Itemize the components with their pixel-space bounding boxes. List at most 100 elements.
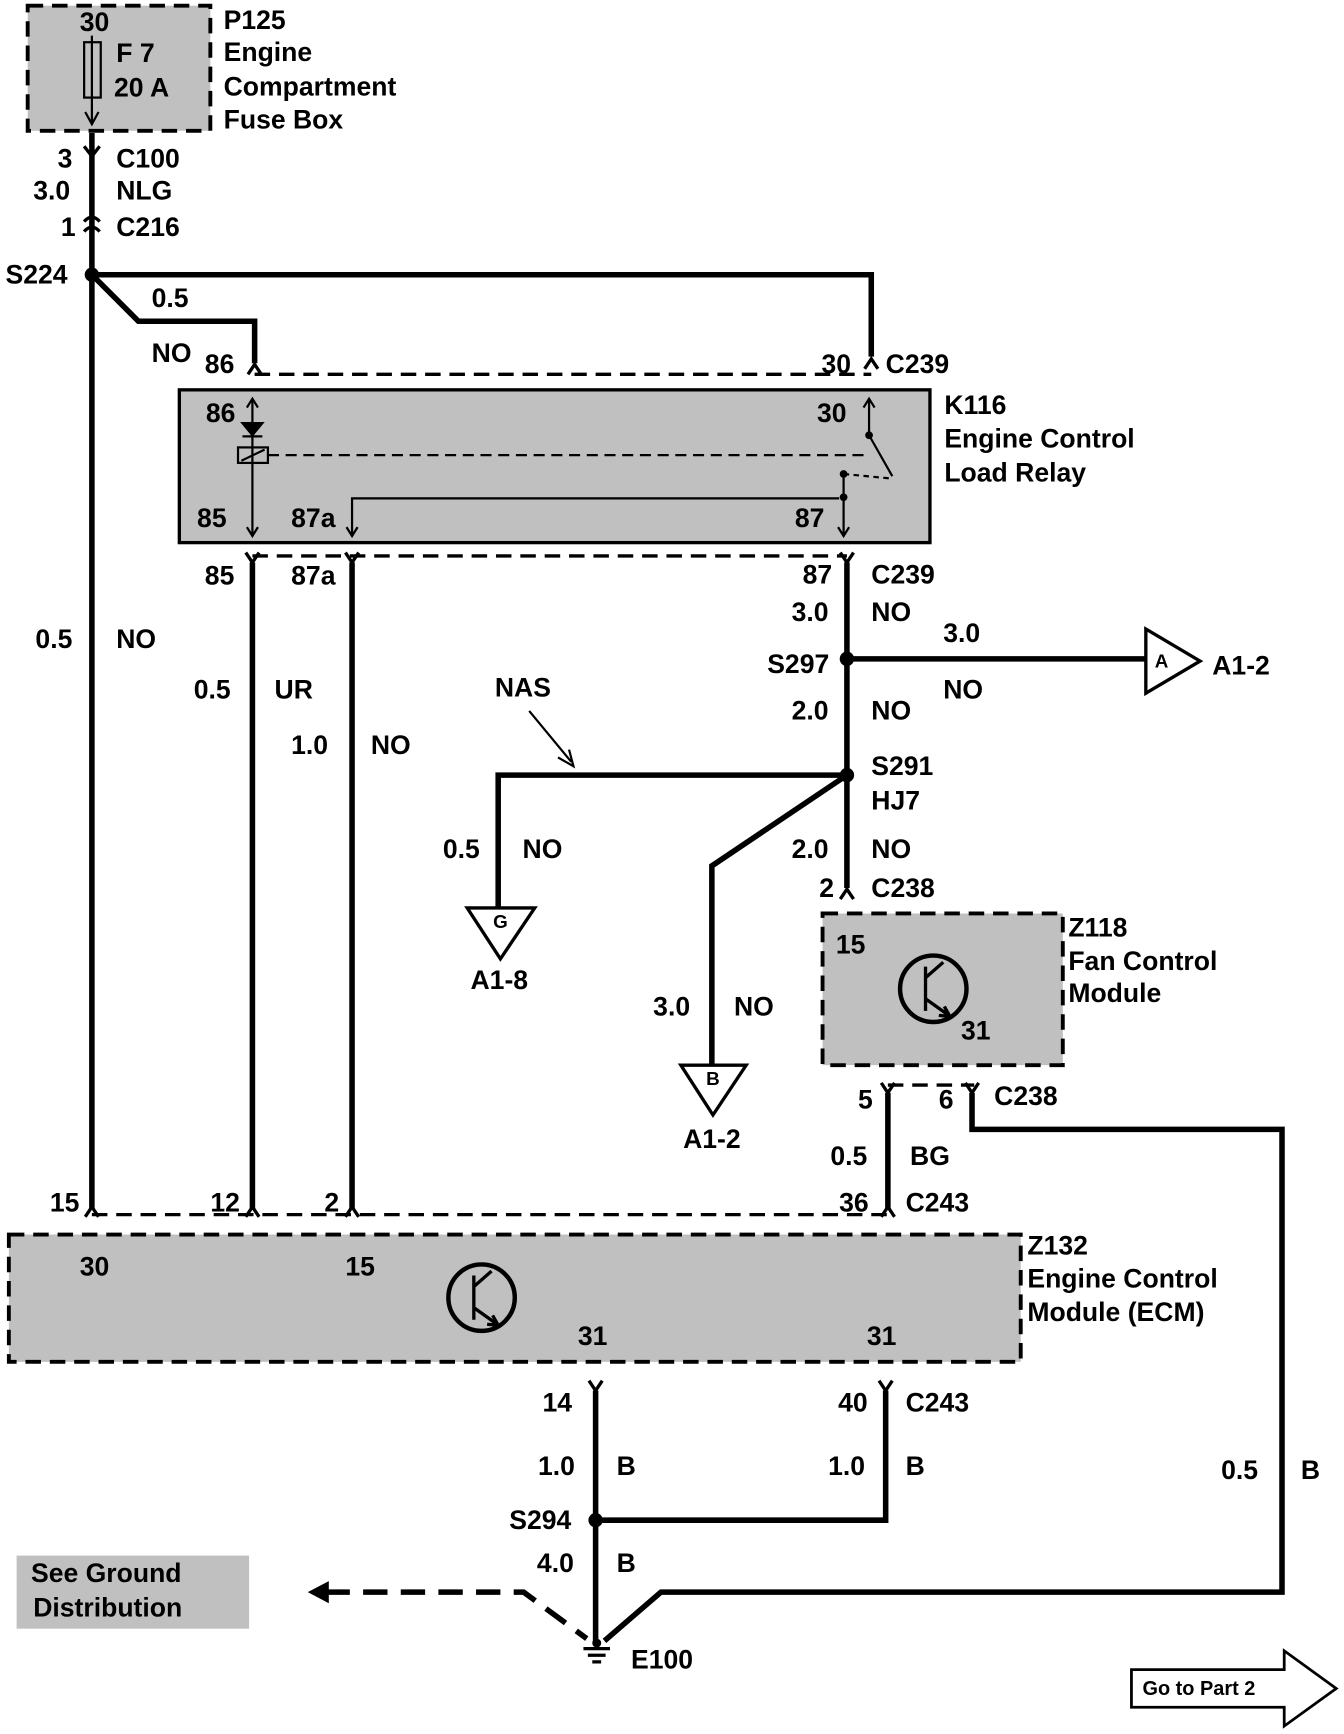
reference-b-letter: B <box>706 1068 720 1089</box>
connector-c239-pin30-symbol <box>863 355 880 370</box>
ecm-name-line2: Module (ECM) <box>1027 1297 1204 1327</box>
fuse-box-name-line2: Compartment <box>224 71 397 101</box>
connector-c243-pin2: 2 <box>324 1187 339 1217</box>
relay-ref: K116 <box>944 390 1006 420</box>
connector-c238-top-label: C238 <box>871 873 935 903</box>
connector-c238-pin5-symbol <box>879 1081 896 1096</box>
wire-size-label: 0.5 <box>1221 1455 1258 1485</box>
connector-c243-pin14-symbol <box>587 1379 604 1394</box>
relay-coil-line <box>245 396 259 539</box>
fan-module-name-line1: Fan Control <box>1068 946 1217 976</box>
transistor-icon <box>446 1262 518 1334</box>
connector-c238-pin6-symbol <box>963 1081 981 1096</box>
ground-distribution-link <box>325 1589 589 1641</box>
connector-c243-pin15-symbol <box>83 1203 100 1218</box>
wire-color-label: NO <box>871 597 911 627</box>
connector-c243-pin12: 12 <box>210 1187 240 1217</box>
fan-module-ref: Z118 <box>1068 913 1127 943</box>
wire-size-label: 3.0 <box>792 597 829 627</box>
wire-size-label: 3.0 <box>33 175 70 205</box>
wire-size-label: 0.5 <box>443 834 480 864</box>
wire-size-label: 0.5 <box>152 283 189 313</box>
wire-size-label: 3.0 <box>943 618 980 648</box>
next-part-label: Go to Part 2 <box>1143 1678 1256 1700</box>
reference-a-triangle-icon <box>1144 626 1204 697</box>
fan-module-pin-31: 31 <box>961 1016 991 1046</box>
connector-c243-top-label: C243 <box>906 1187 970 1217</box>
ground-link-arrow-icon <box>307 1581 329 1604</box>
wire-color-label: UR <box>275 675 313 705</box>
relay-87-line <box>837 473 851 539</box>
connector-c243-pin2-symbol <box>344 1203 361 1218</box>
connector-c100-label: C100 <box>116 143 180 173</box>
connector-c239-pin87a: 87a <box>291 561 336 591</box>
fuse-link-arrow <box>84 35 100 127</box>
wire-color-label: NO <box>116 624 156 654</box>
wire-color-label: NO <box>734 991 774 1021</box>
relay-87a-line <box>345 497 840 539</box>
connector-c243-pin14: 14 <box>542 1388 572 1418</box>
connector-c243-bottom-label: C243 <box>906 1388 970 1418</box>
wire-fan6-to-ground <box>602 1092 1285 1643</box>
wire-color-label: B <box>1301 1455 1320 1485</box>
ground-note-line1: See Ground <box>31 1558 182 1588</box>
connector-c243-pin40: 40 <box>838 1388 868 1418</box>
connector-c243-pin36-symbol <box>879 1203 896 1218</box>
ground-ref: E100 <box>631 1645 693 1675</box>
annotation-arrow <box>528 710 576 769</box>
fan-module-name-line2: Module <box>1068 978 1161 1008</box>
wire-size-label: 4.0 <box>537 1548 574 1578</box>
ecm-pin-31-right: 31 <box>867 1321 897 1351</box>
connector-c216-symbol <box>82 215 101 233</box>
connector-c239-pin86-symbol <box>246 361 263 376</box>
relay-pin-87a: 87a <box>291 503 336 533</box>
wire-size-label: 0.5 <box>194 675 231 705</box>
reference-b-triangle-icon <box>677 1063 750 1119</box>
relay-name-line2: Load Relay <box>944 458 1086 488</box>
wire-s291-to-ref-g <box>495 772 847 911</box>
connector-c239-bottom-label: C239 <box>871 560 935 590</box>
fuse-rating: 20 A <box>114 72 169 102</box>
ecm-pin-30: 30 <box>80 1252 110 1282</box>
fan-module-pin-15: 15 <box>836 929 866 959</box>
next-part-arrow-icon <box>1130 1648 1339 1729</box>
connector-c238-pin2: 2 <box>819 873 834 903</box>
connector-c238-pin6: 6 <box>939 1084 954 1114</box>
reference-g-target: A1-8 <box>471 965 529 995</box>
wire-color-label: NO <box>943 675 983 705</box>
wire-color-label: NO <box>871 834 911 864</box>
wire-size-label: 1.0 <box>828 1451 865 1481</box>
wire-size-label: 1.0 <box>538 1451 575 1481</box>
wire-size-label: 0.5 <box>830 1141 867 1171</box>
relay-name-line1: Engine Control <box>944 423 1134 453</box>
relay-pin-87: 87 <box>795 503 825 533</box>
connector-c216-pin: 1 <box>61 212 76 242</box>
ecm-pin-15: 15 <box>345 1252 375 1282</box>
splice-s297-label: S297 <box>767 649 829 679</box>
relay-pin-30: 30 <box>817 398 847 428</box>
connector-c243-pin12-symbol <box>244 1203 261 1218</box>
ground-icon <box>583 1646 611 1664</box>
fuse-box-outline <box>25 3 213 133</box>
connector-c216-label: C216 <box>116 212 180 242</box>
wire-color-label: NO <box>371 730 411 760</box>
relay-coil-slash <box>240 448 266 462</box>
connector-c243-pin40-symbol <box>877 1379 894 1394</box>
wire-color-label: B <box>906 1451 925 1481</box>
wire-ecm40-to-s294 <box>595 1390 889 1523</box>
splice-s294 <box>588 1512 603 1528</box>
reference-g-letter: G <box>493 911 508 932</box>
connector-c239-top-label: C239 <box>886 349 950 379</box>
connector-c239-pin87-symbol <box>838 551 855 566</box>
fuse-box-name-line1: Engine <box>224 37 313 67</box>
relay-diode-icon <box>240 421 265 438</box>
transistor-icon-leads <box>923 960 953 1019</box>
fan-module-body <box>820 911 1065 1068</box>
fuse-box-ref: P125 <box>224 5 286 35</box>
wire-color-label: NO <box>523 834 563 864</box>
connector-c239-pin85: 85 <box>205 561 235 591</box>
splice-s291-label: S291 <box>871 751 933 781</box>
connector-c100-symbol <box>82 145 101 159</box>
